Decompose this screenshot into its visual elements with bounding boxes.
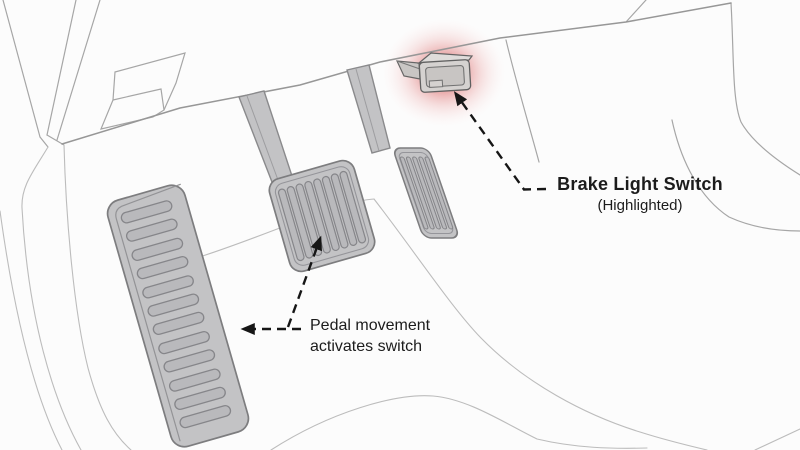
- switch-label-title: Brake Light Switch: [557, 174, 723, 194]
- a-pillar-line: [2, 0, 41, 138]
- switch-front-face: [418, 59, 472, 93]
- brake-light-switch: [396, 52, 474, 93]
- accelerator-pedal: [393, 147, 459, 239]
- annotation-arrows: [240, 91, 547, 335]
- dashboard-outline: [2, 0, 800, 232]
- brake-pedal-arm: [238, 90, 293, 183]
- pedal-leader-arrow-up: [286, 235, 322, 328]
- switch-plunger-notch: [428, 79, 444, 88]
- pedal-arms: [238, 64, 391, 183]
- brake-light-switch-label: Brake Light Switch (Highlighted): [540, 173, 740, 216]
- release-lever-panel: [100, 52, 186, 130]
- dash-bottom-edge: [61, 2, 732, 145]
- pedal-label-line2: activates switch: [310, 338, 423, 355]
- dash-seam-line: [505, 39, 540, 163]
- pedal-label-line1: Pedal movement: [310, 317, 431, 334]
- pedal-movement-label: Pedal movement activates switch: [310, 315, 430, 357]
- switch-label-subtitle: (Highlighted): [597, 197, 683, 214]
- brake-pedal: [268, 159, 376, 273]
- footrest-pedal: [106, 183, 250, 448]
- console-curve: [671, 119, 800, 232]
- accelerator-pedal-arm: [346, 64, 391, 154]
- switch-leader-arrow: [453, 91, 547, 191]
